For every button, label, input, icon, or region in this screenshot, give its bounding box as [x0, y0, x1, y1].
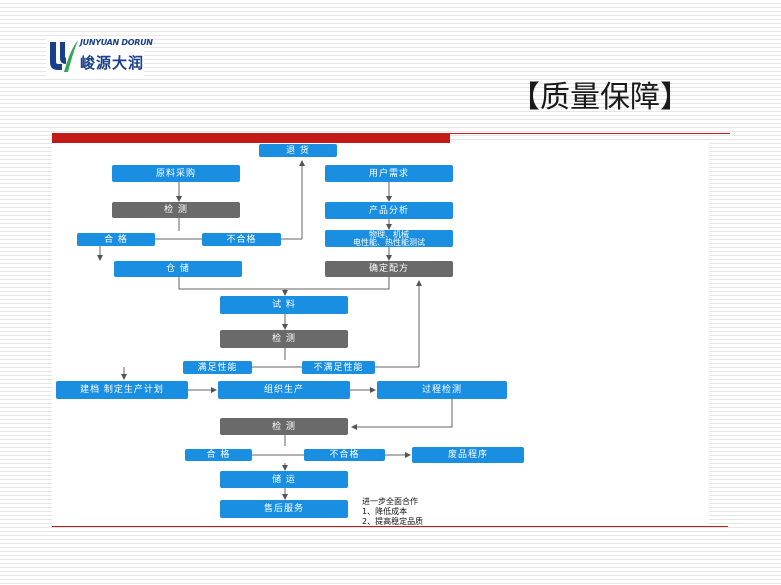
- page-title: 【质量保障】: [510, 80, 690, 115]
- note-line-2: 1、降低成本: [362, 507, 408, 516]
- node-determine-formula: 确定配方: [325, 261, 453, 277]
- note-line-3: 2、提高稳定品质: [362, 517, 424, 526]
- node-return: 退 货: [259, 144, 337, 157]
- node-after-sales: 售后服务: [220, 500, 348, 518]
- node-user-demand: 用户需求: [325, 165, 453, 182]
- logo-chinese-text: 峻源大润: [80, 54, 145, 72]
- node-unqualified-1: 不合格: [202, 233, 281, 246]
- cooperation-note: 进一步全面合作 1、降低成本 2、提高稳定品质: [362, 497, 423, 527]
- node-physical-test: 物理、机械 电性能、热性能测试: [325, 230, 453, 247]
- logo-mark-icon: [50, 40, 78, 72]
- node-organize-production: 组织生产: [218, 381, 350, 399]
- node-waste-procedure: 废品程序: [412, 447, 524, 463]
- node-not-meets-performance: 不满足性能: [302, 361, 375, 374]
- note-line-1: 进一步全面合作: [362, 497, 418, 506]
- node-inspect-3: 检 测: [220, 418, 348, 435]
- node-physical-test-line1: 物理、机械: [369, 229, 409, 239]
- node-raw-purchase: 原料采购: [112, 165, 240, 182]
- node-unqualified-2: 不合格: [304, 449, 385, 461]
- bottom-divider-line: [52, 526, 728, 527]
- node-storage-transport: 储 运: [220, 471, 348, 488]
- node-process-inspect: 过程检测: [377, 381, 507, 399]
- quality-flowchart: 退 货 原料采购 检 测 合 格 不合格 仓 储 用户需求 产品分析 物理、机械…: [52, 143, 709, 527]
- node-production-plan: 建档 制定生产计划: [56, 381, 188, 399]
- node-qualified-2: 合 格: [185, 449, 252, 461]
- node-qualified-1: 合 格: [77, 233, 155, 246]
- node-storage: 仓 储: [114, 261, 242, 277]
- node-physical-test-line2: 电性能、热性能测试: [353, 237, 425, 247]
- logo-english-text: JUNYUAN DORUN: [80, 38, 153, 47]
- node-trial: 试 料: [220, 296, 348, 314]
- company-logo: JUNYUAN DORUN 峻源大润: [46, 36, 153, 76]
- title-divider-line: [450, 133, 730, 134]
- node-inspect-2: 检 测: [220, 330, 348, 348]
- node-meets-performance: 满足性能: [183, 361, 252, 374]
- node-inspect-1: 检 测: [112, 202, 240, 218]
- flowchart-connectors: [97, 160, 453, 500]
- title-divider-bar: [52, 133, 450, 143]
- node-product-analysis: 产品分析: [325, 202, 453, 219]
